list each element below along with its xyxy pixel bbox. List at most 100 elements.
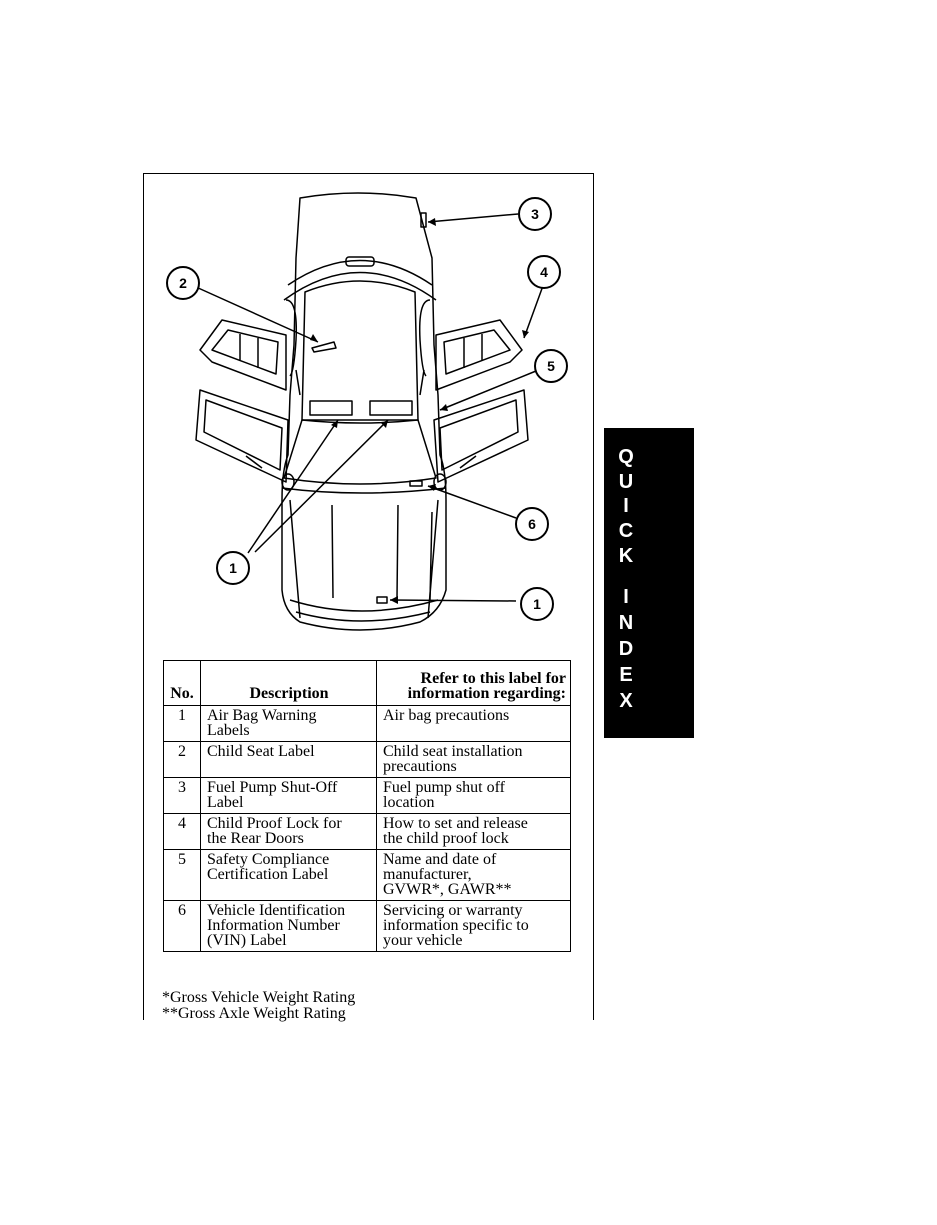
table-header-row: No. Description Refer to this label for … xyxy=(163,660,571,706)
description-line: Child Seat Label xyxy=(207,743,315,760)
header-refer-line2: information regarding: xyxy=(407,685,566,702)
callout-circle xyxy=(534,349,568,383)
rear-brake-light xyxy=(345,256,375,267)
description-line: Vehicle Identification xyxy=(207,902,346,919)
reference-line: manufacturer, xyxy=(383,866,472,883)
roof xyxy=(301,280,419,421)
tab-letter: X xyxy=(619,690,633,712)
reference-line: How to set and release xyxy=(383,815,528,832)
hood-label xyxy=(376,596,388,604)
callout-circle xyxy=(515,507,549,541)
reference-line: Servicing or warranty xyxy=(383,902,523,919)
windshield xyxy=(283,419,437,485)
tab-letter: Q xyxy=(618,446,634,468)
right-front-door xyxy=(433,389,529,483)
vehicle-label-diagram: 3 4 2 5 6 1 1 xyxy=(166,192,568,631)
reference-line: location xyxy=(383,794,435,811)
description-line: Child Proof Lock for xyxy=(207,815,342,832)
reference-line: precautions xyxy=(383,758,457,775)
row-reference: Air bag precautions xyxy=(376,705,571,742)
vin-plate xyxy=(409,480,423,487)
callout-circle xyxy=(527,255,561,289)
child-seat-tag xyxy=(311,341,337,353)
label-reference-table: No. Description Refer to this label for … xyxy=(163,660,571,952)
callout-number: 6 xyxy=(528,516,536,532)
hood xyxy=(331,504,399,599)
left-front-door xyxy=(195,389,289,483)
row-number: 6 xyxy=(163,900,201,952)
tab-letter: K xyxy=(618,545,634,567)
tab-letter: N xyxy=(618,612,634,634)
description-line: Fuel Pump Shut-Off xyxy=(207,779,338,796)
callout-circle xyxy=(520,587,554,621)
footnote-gawr: **Gross Axle Weight Rating xyxy=(162,1005,346,1022)
left-seat xyxy=(285,299,298,377)
tab-letter: C xyxy=(618,520,634,542)
row-number: 1 xyxy=(163,705,201,742)
tab-letter: I xyxy=(623,586,629,608)
description-line: Certification Label xyxy=(207,866,329,883)
page-frame xyxy=(143,173,594,1020)
reference-line: information specific to xyxy=(383,917,529,934)
description-line: Label xyxy=(207,794,244,811)
callout-number: 1 xyxy=(533,596,541,612)
rear-window xyxy=(287,259,433,286)
row-description: Child Seat Label xyxy=(200,741,377,778)
row-number: 5 xyxy=(163,849,201,901)
tab-letter: D xyxy=(618,638,634,660)
header-refer-line1: Refer to this label for xyxy=(420,670,566,687)
sun-visor-label-right xyxy=(369,400,413,416)
callout-circle xyxy=(166,266,200,300)
left-rear-door xyxy=(199,319,287,391)
reference-line: GVWR*, GAWR** xyxy=(383,881,512,898)
callout-circle xyxy=(518,197,552,231)
description-line: the Rear Doors xyxy=(207,830,304,847)
leader-lines xyxy=(195,213,545,602)
description-line: Safety Compliance xyxy=(207,851,330,868)
header-no: No. xyxy=(163,660,201,706)
tab-letter: I xyxy=(623,495,629,517)
callout-circle xyxy=(216,551,250,585)
reference-line: your vehicle xyxy=(383,932,463,949)
description-line: (VIN) Label xyxy=(207,932,287,949)
description-line: Information Number xyxy=(207,917,340,934)
row-number: 4 xyxy=(163,813,201,850)
fuel-pump-label xyxy=(420,212,427,228)
callout-number: 2 xyxy=(179,275,187,291)
footnote-gvwr: *Gross Vehicle Weight Rating xyxy=(162,989,356,1006)
header-description: Description xyxy=(200,660,377,706)
tab-letter: E xyxy=(619,664,633,686)
reference-line: the child proof lock xyxy=(383,830,509,847)
callout-number: 4 xyxy=(540,264,548,280)
vehicle-body xyxy=(281,192,447,631)
callout-number: 5 xyxy=(547,358,555,374)
row-number: 2 xyxy=(163,741,201,778)
description-line: Labels xyxy=(207,722,250,739)
reference-line: Fuel pump shut off xyxy=(383,779,505,796)
reference-line: Name and date of xyxy=(383,851,497,868)
header-refer: Refer to this label for information rega… xyxy=(376,660,571,706)
row-number: 3 xyxy=(163,777,201,814)
description-line: Air Bag Warning xyxy=(207,707,317,724)
table-row: 2 Child Seat Label Child seat installation… xyxy=(163,741,571,778)
reference-line: Air bag precautions xyxy=(383,707,510,724)
callout-number: 1 xyxy=(229,560,237,576)
reference-line: Child seat installation xyxy=(383,743,523,760)
right-rear-door xyxy=(435,319,523,391)
callout-number: 3 xyxy=(531,206,539,222)
